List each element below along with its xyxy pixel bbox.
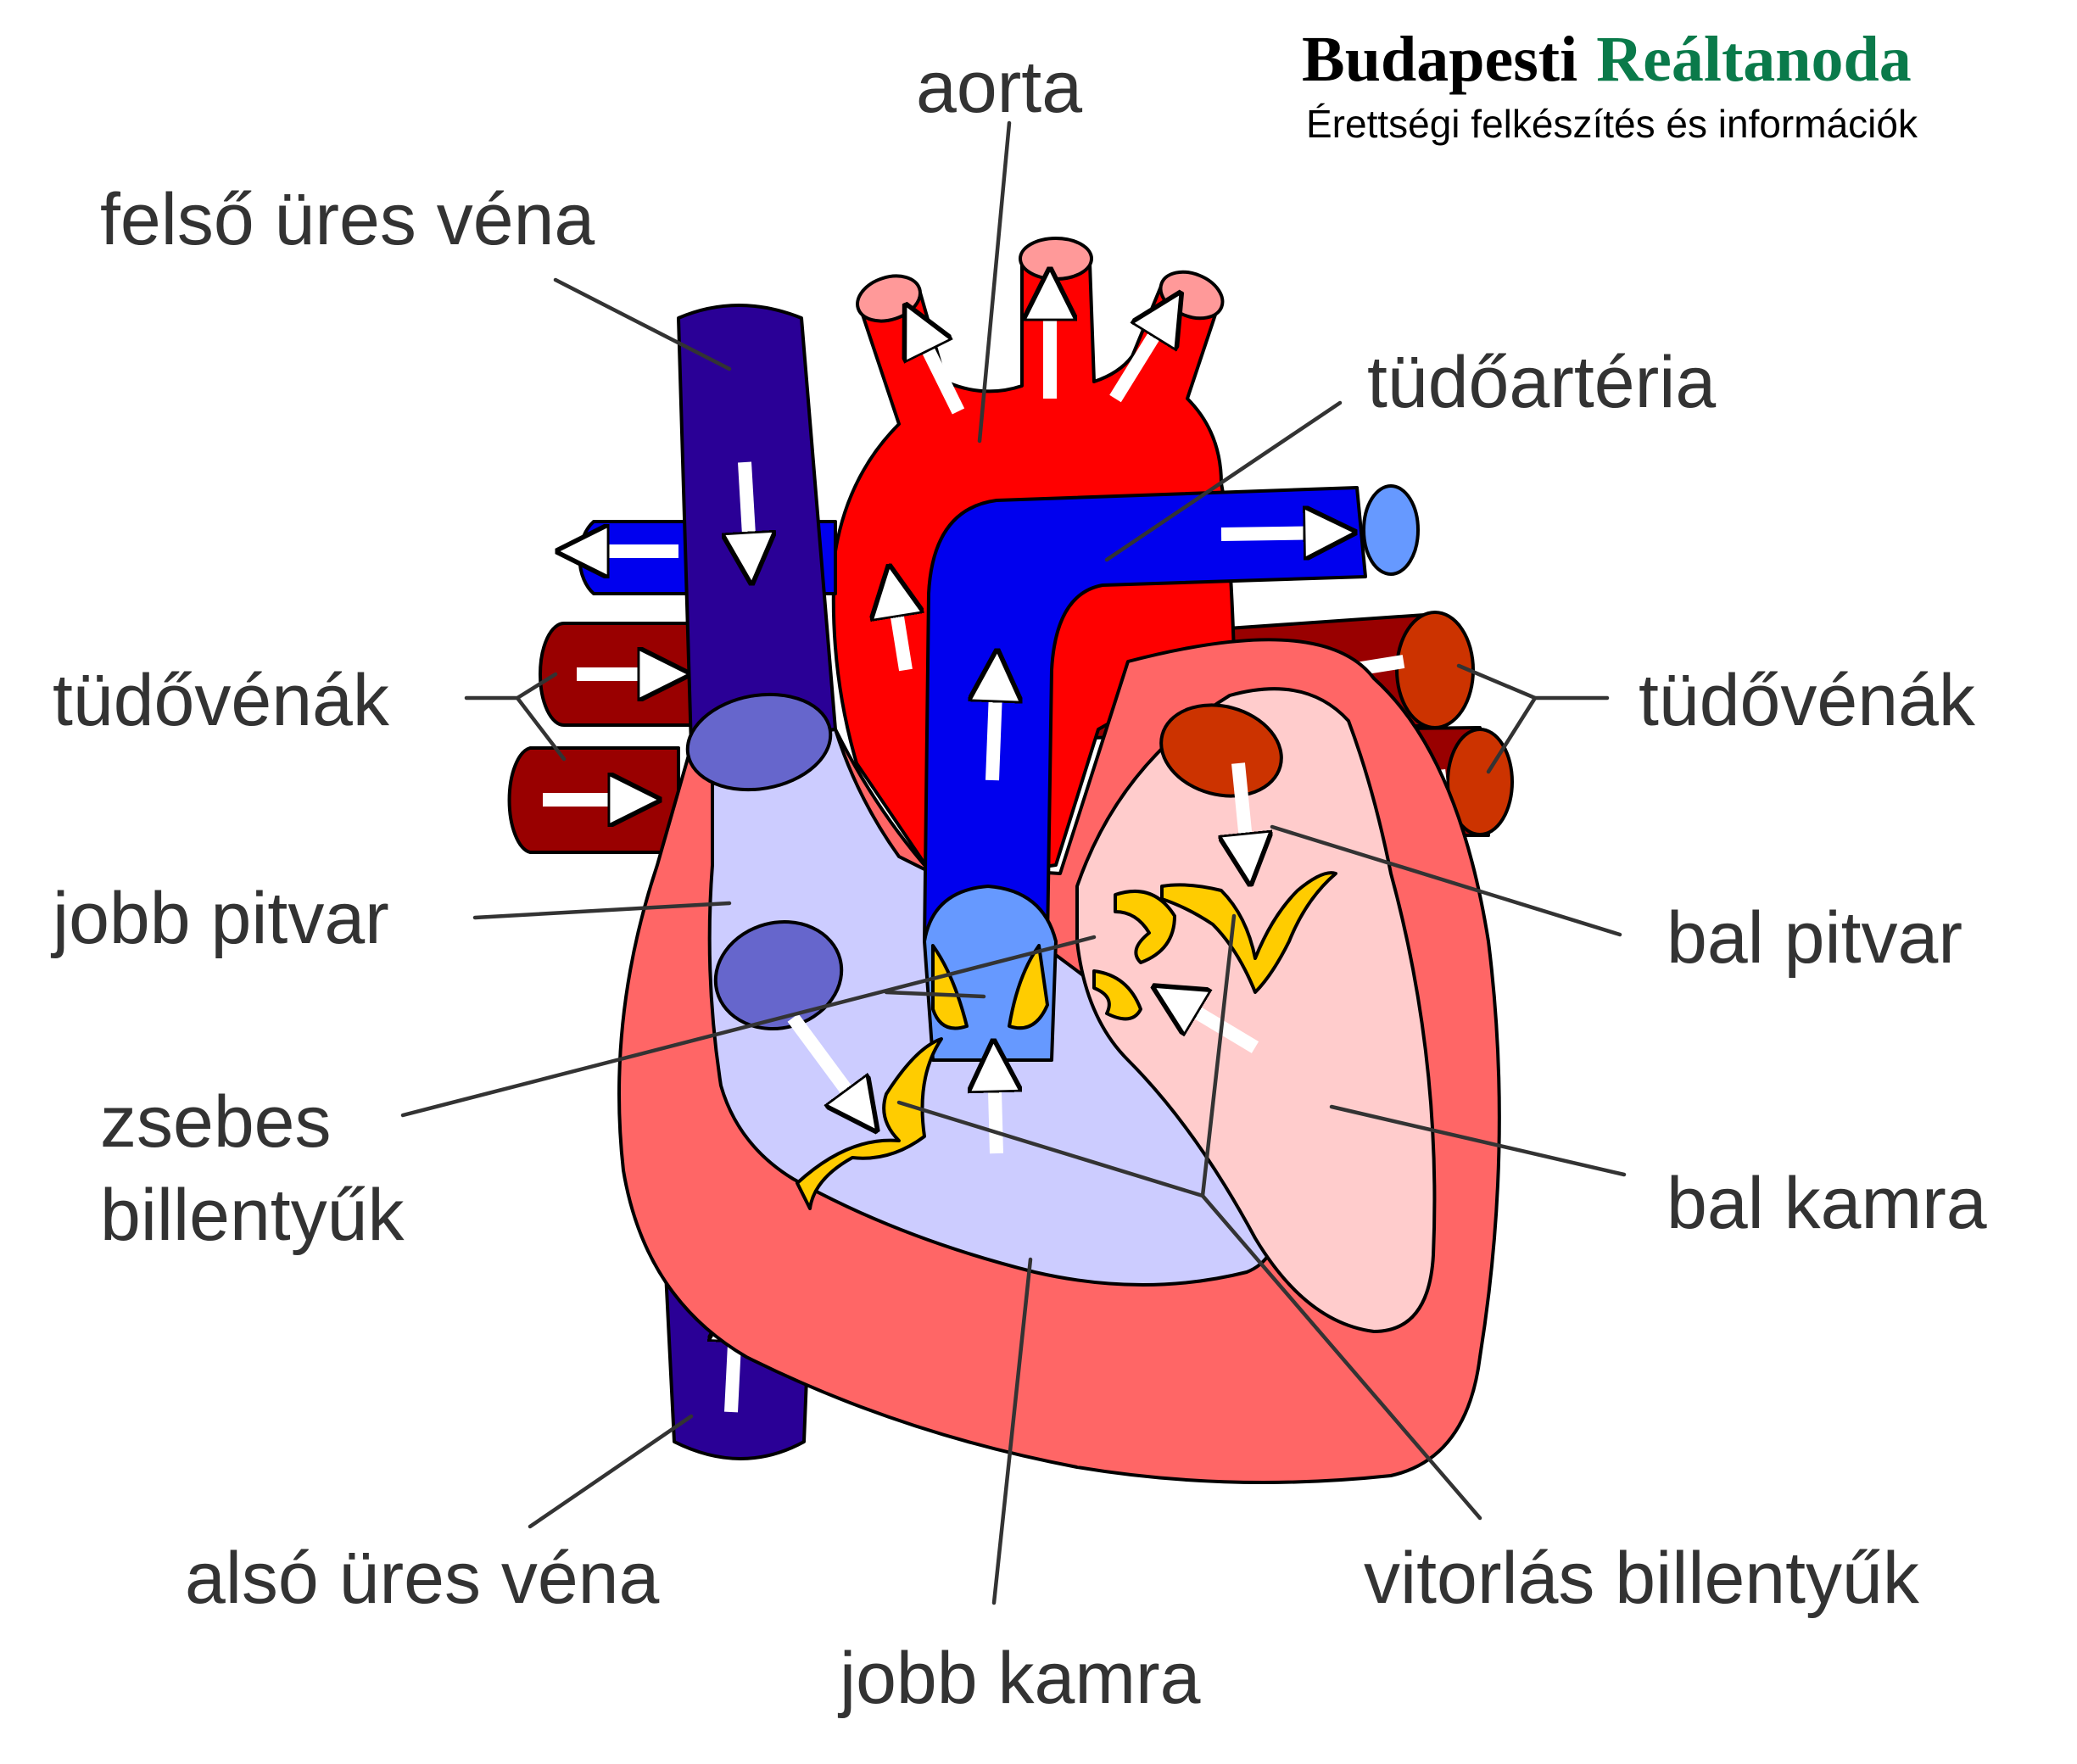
label-aorta: aorta: [916, 47, 1082, 128]
label-superior-vena-cava: felső üres véna: [100, 179, 595, 260]
pulmonary-vein-opening: [1159, 703, 1283, 798]
brand-tagline: Érettségi felkészítés és információk: [1306, 102, 1918, 146]
semilunar-valves: [931, 889, 1176, 1030]
label-left-ventricle: bal kamra: [1667, 1163, 1987, 1244]
labels: aorta felső üres véna tüdőartéria tüdővé…: [50, 47, 1987, 1719]
label-semilunar-valves-2: billentyűk: [100, 1175, 405, 1256]
leader-lines: [400, 120, 1627, 1605]
label-inferior-vena-cava: alsó üres véna: [185, 1538, 660, 1619]
pulmonary-veins-left: [507, 622, 706, 854]
label-pulmonary-artery: tüdőartéria: [1367, 342, 1716, 423]
svc-opening: [685, 692, 833, 792]
brand-name-part1: Budapesti: [1302, 24, 1577, 95]
label-pulmonary-veins-left: tüdővénák: [53, 660, 390, 741]
label-semilunar-valves-1: zsebes: [100, 1081, 332, 1163]
label-left-atrium: bal pitvar: [1667, 897, 1963, 979]
atrioventricular-valves: [796, 871, 1337, 1210]
brand-title: Budapesti Reáltanoda: [1302, 24, 1912, 95]
label-right-atrium: jobb pitvar: [50, 878, 389, 959]
label-right-ventricle: jobb kamra: [837, 1638, 1201, 1719]
label-pulmonary-veins-right: tüdővénák: [1639, 660, 1976, 741]
label-av-valves: vitorlás billentyűk: [1364, 1538, 1920, 1619]
brand-name-part2: Reáltanoda: [1596, 24, 1912, 95]
internal-flow-arrows: [787, 762, 1255, 1154]
